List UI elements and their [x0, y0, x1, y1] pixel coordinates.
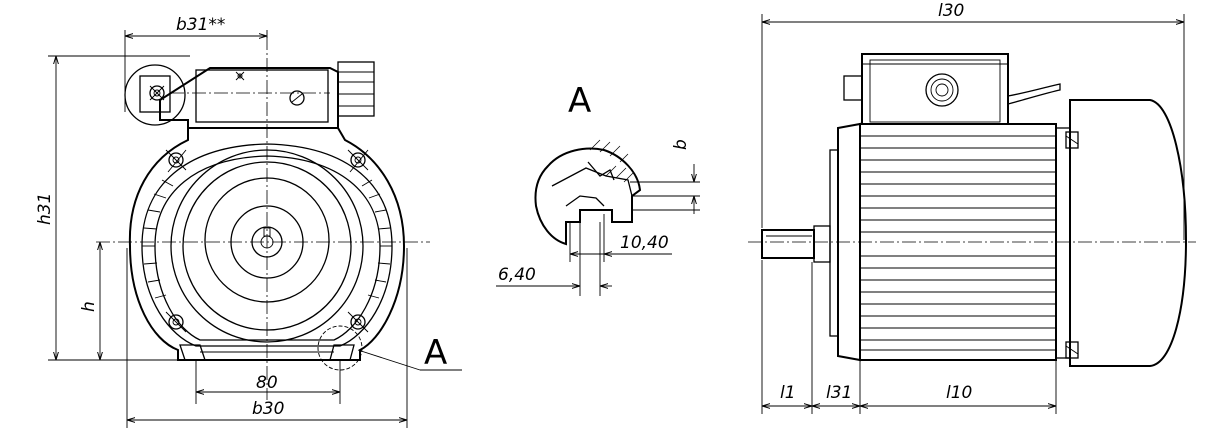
dim-80-label: 80: [256, 373, 278, 393]
rear-end-shield: [1055, 127, 1071, 359]
dim-b31-label: b31**: [176, 15, 225, 35]
section-hatching: [589, 139, 635, 183]
dim-h-label: h: [79, 301, 99, 312]
fin-ring-outer: [141, 143, 393, 347]
detail-contour: [534, 147, 642, 246]
dim-l1-label: l1: [780, 383, 796, 403]
dim-h31-label: h31: [35, 193, 55, 225]
cable-gland: [337, 61, 375, 117]
dim-l10-label: l10: [946, 383, 972, 403]
cooling-fins: [142, 179, 392, 299]
cable: [1007, 83, 1061, 105]
dim-l31-label: l31: [826, 383, 852, 403]
detail-view: A b 10,40 6,40: [496, 81, 700, 296]
foot-right: [329, 344, 355, 361]
shaft: [761, 229, 815, 259]
terminal-screw: [289, 90, 305, 106]
stator-fins: [860, 135, 1056, 351]
side-bolts: [1065, 131, 1079, 359]
frame-outline: [128, 127, 406, 361]
front-view: b31** h31 h 80 b30 A: [35, 15, 462, 428]
detail-a-marker: [317, 325, 363, 371]
foot-left: [179, 344, 206, 361]
dim-b30-label: b30: [252, 399, 284, 419]
side-cable-gland: [925, 73, 959, 107]
fan-cover: [1069, 99, 1188, 367]
dim-l30-label: l30: [938, 1, 964, 21]
fin-ring-inner: [154, 155, 381, 341]
dim-b-label: b: [671, 139, 691, 150]
shaft-collar: [813, 225, 831, 263]
side-terminal-box: [843, 53, 1061, 125]
side-view: l30 l1 l31 l10: [748, 1, 1196, 414]
terminal-box: [124, 61, 375, 128]
fixing-bolts: [165, 149, 369, 333]
detail-title: A: [568, 81, 591, 121]
dim-1040-label: 10,40: [620, 233, 669, 253]
detail-a-callout: A: [424, 333, 447, 373]
dim-640-label: 6,40: [498, 265, 536, 285]
